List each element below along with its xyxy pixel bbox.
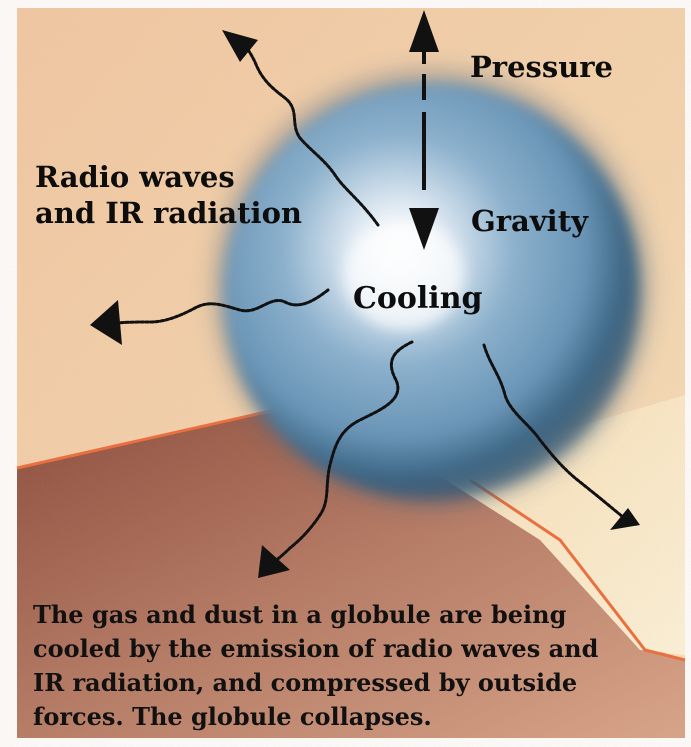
caption-line3: IR radiation, and compressed by outside: [33, 668, 578, 697]
radio-waves-label-line2: and IR radiation: [35, 196, 303, 230]
pressure-label: Pressure: [470, 50, 614, 84]
globule-core-glow: [344, 220, 464, 330]
wavy-radiation-arrow-icon: [238, 38, 380, 227]
wavy-radiation-arrow-icon: [268, 340, 414, 568]
double-headed-arrow-icon: [409, 10, 439, 250]
caption-line1: The gas and dust in a globule are being: [33, 600, 567, 629]
radiation-arrowhead-left: [90, 300, 122, 345]
caption-line2: cooled by the emission of radio waves an…: [33, 634, 599, 663]
radio-waves-label-line1: Radio waves: [35, 160, 235, 194]
radiation-arrowhead-down-right: [610, 508, 640, 530]
wavy-radiation-arrow-icon: [110, 288, 330, 326]
radiation-arrowhead-up-left: [222, 30, 258, 62]
cooling-label: Cooling: [353, 281, 483, 316]
diagram-caption: The gas and dust in a globule are being …: [33, 598, 683, 734]
radio-waves-label: Radio waves and IR radiation: [35, 159, 302, 231]
caption-line4: forces. The globule collapses.: [33, 702, 432, 731]
gravity-label: Gravity: [471, 204, 588, 238]
wavy-radiation-arrow-icon: [482, 343, 628, 522]
radiation-arrowhead-down: [258, 545, 290, 578]
